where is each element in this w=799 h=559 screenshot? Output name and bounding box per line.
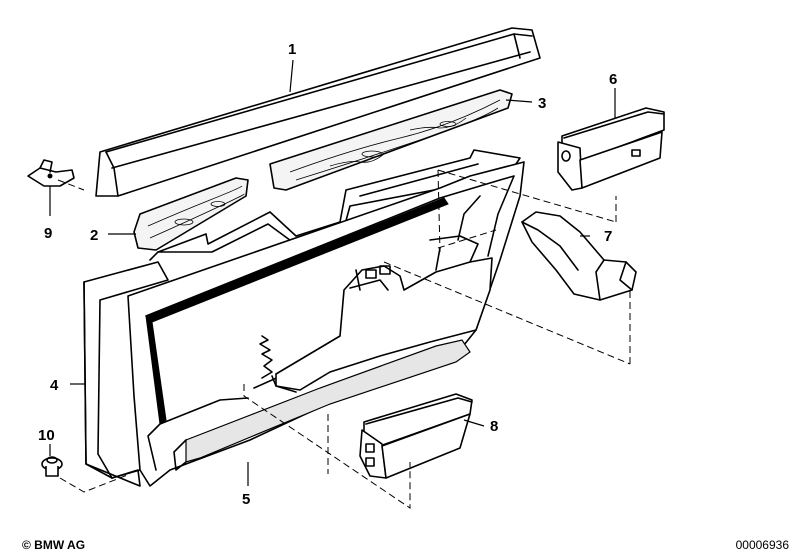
callout-5: 5 (242, 491, 250, 508)
part-5-door-trim-panel (127, 161, 525, 487)
callout-3: 3 (538, 95, 546, 112)
callout-2: 2 (90, 227, 98, 244)
part-10-push-rivet (41, 456, 63, 477)
part-7-grab-handle (521, 211, 637, 301)
part-9-clip (27, 159, 75, 187)
armrest-grab-section (259, 195, 493, 393)
part-2-lower-wood-trim (133, 177, 249, 251)
callout-6: 6 (609, 71, 617, 88)
assembly-dashed-lines (57, 169, 631, 509)
part-1-window-trim-strip (95, 27, 541, 197)
part-3-upper-wood-trim (269, 89, 513, 191)
door-panel-upper-strip (149, 149, 521, 261)
callout-labels: 1 2 3 4 5 6 7 8 9 10 (38, 41, 617, 508)
drawing-number: 00006936 (735, 538, 789, 552)
callout-9: 9 (44, 225, 52, 242)
part-8-pull-cup (359, 393, 473, 479)
part-4-door-panel-shell (83, 261, 169, 487)
callout-8: 8 (490, 418, 498, 435)
copyright-label: © BMW AG (22, 538, 86, 552)
callout-4: 4 (50, 377, 59, 394)
callout-1: 1 (288, 41, 296, 58)
callout-7: 7 (604, 228, 612, 245)
part-6-handle-cover (557, 107, 665, 191)
leader-lines (49, 59, 616, 486)
callout-10: 10 (38, 427, 55, 444)
